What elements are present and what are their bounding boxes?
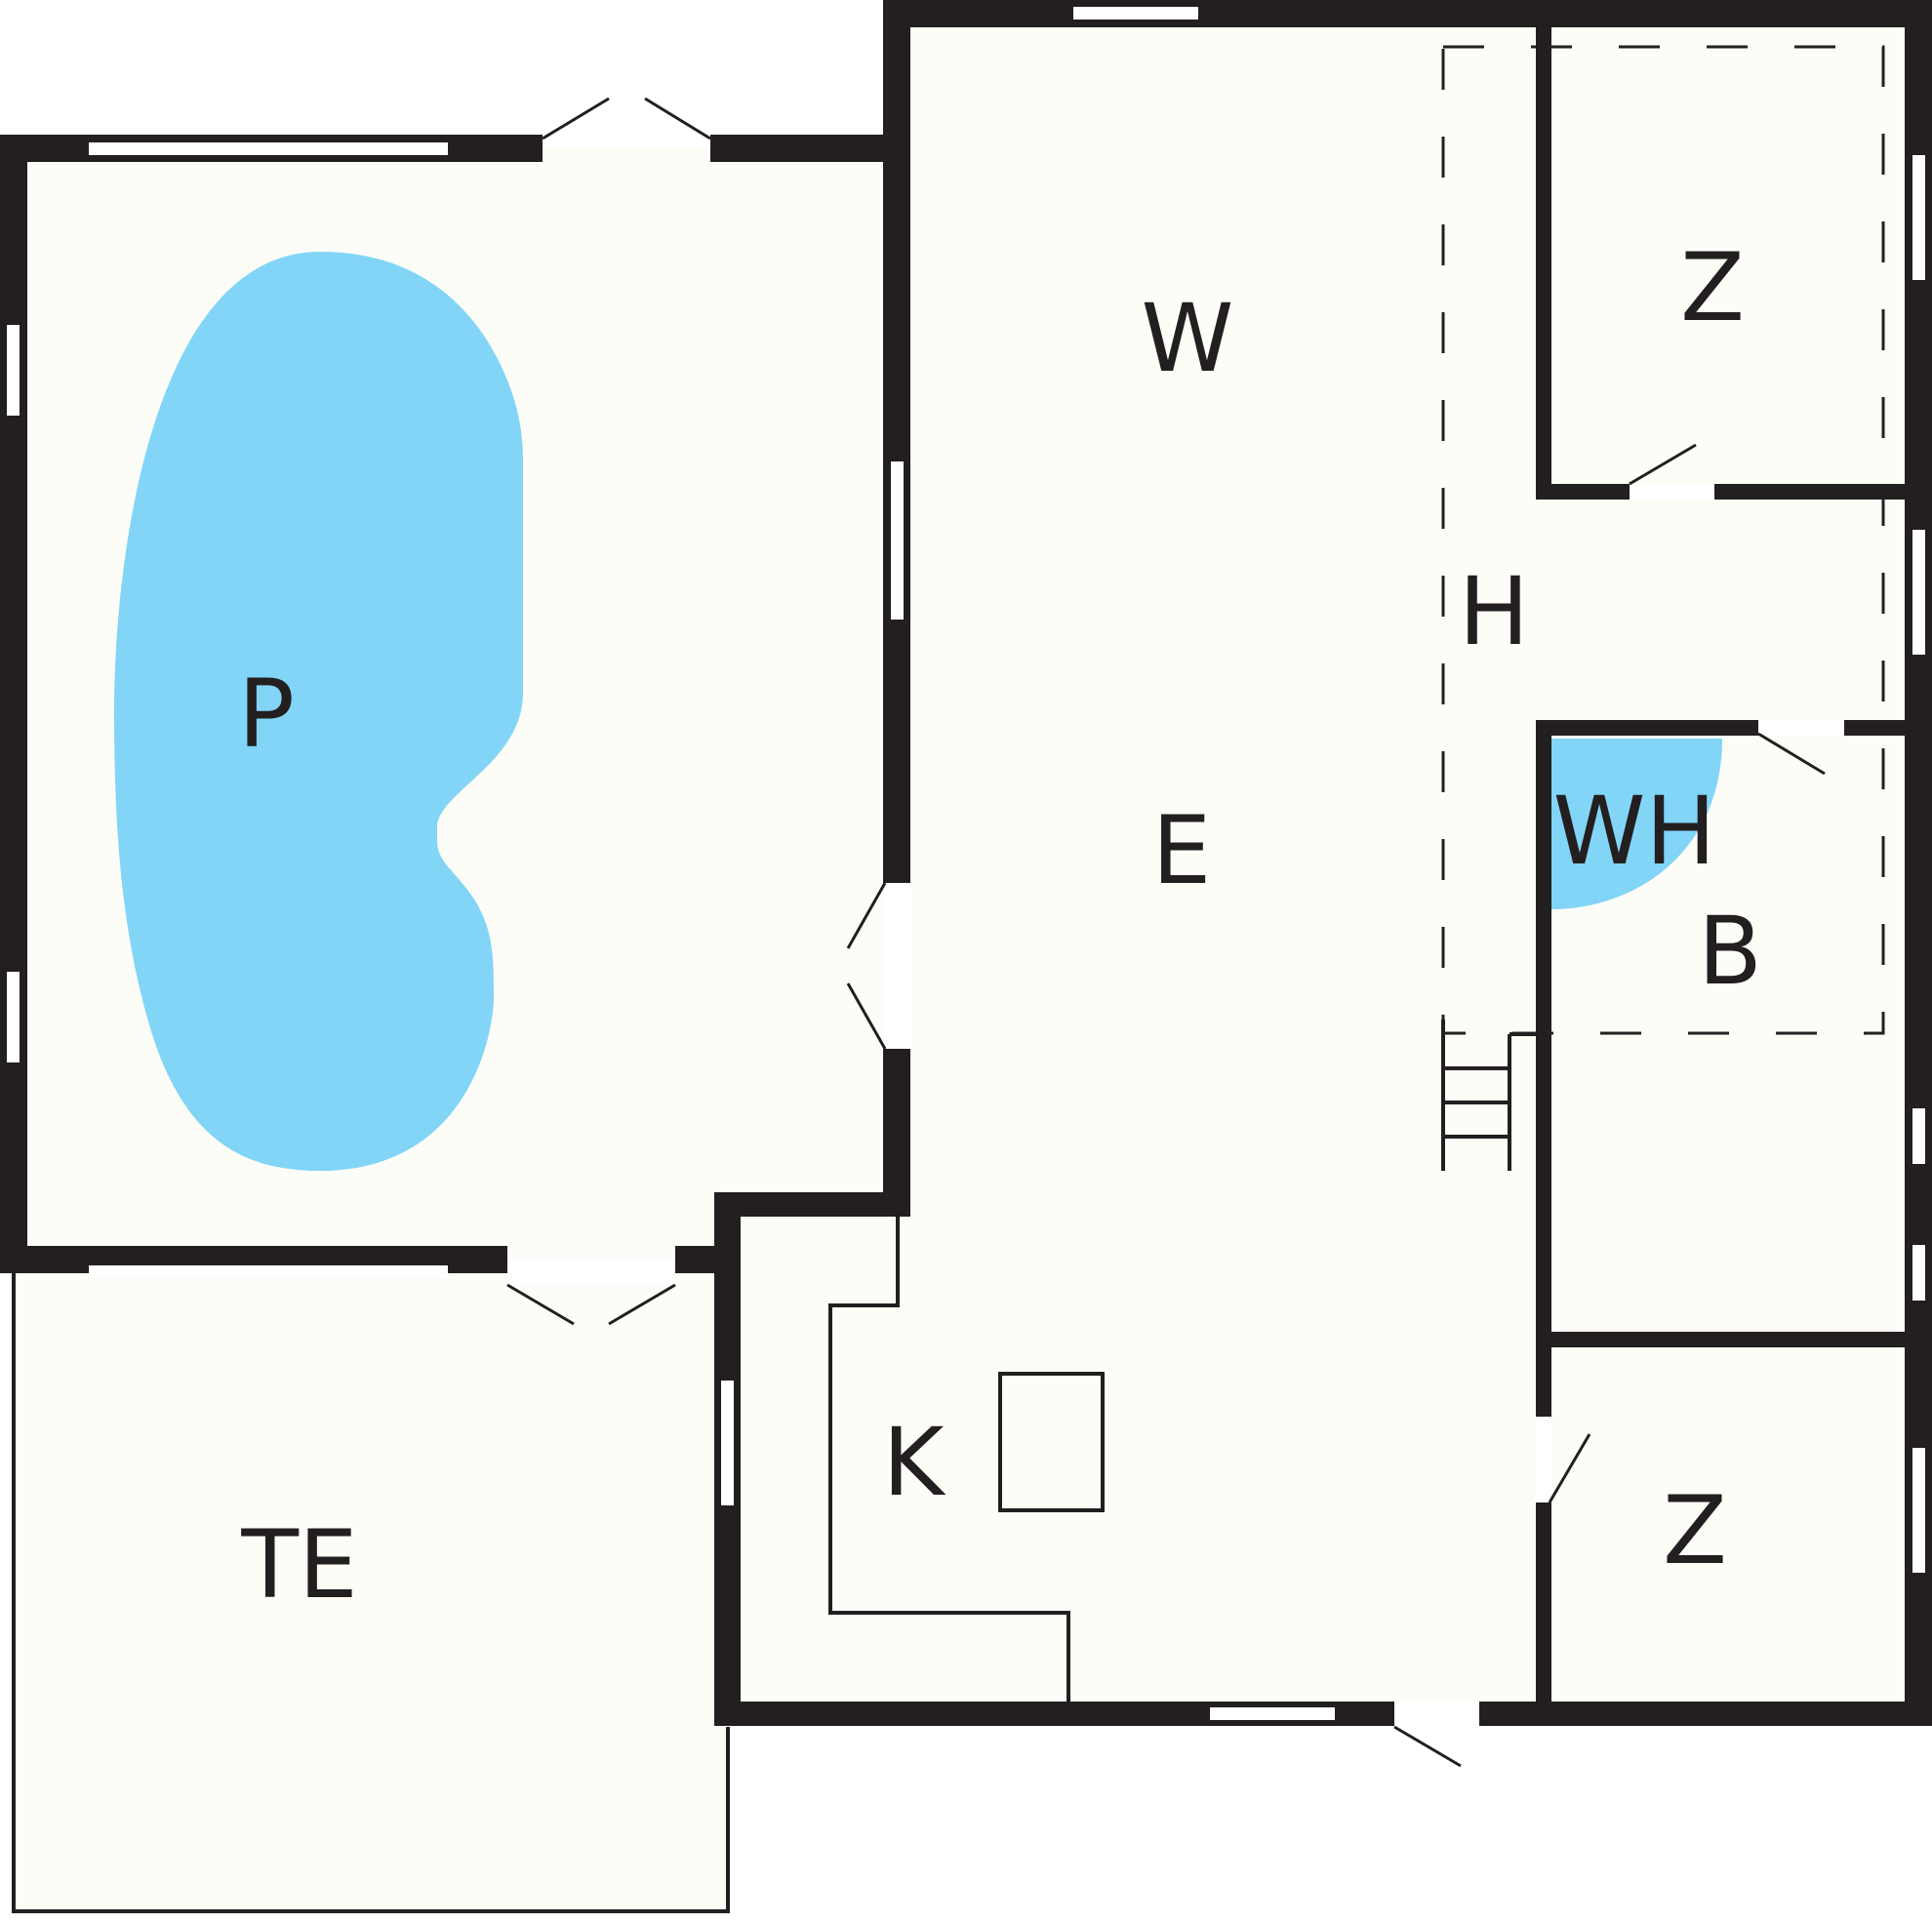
wall-pool-left	[0, 135, 27, 1273]
door-pool-top-right-leaf	[644, 97, 711, 140]
wall-bath-top-left	[1536, 720, 1758, 736]
door-pool-hall-upper-leaf	[846, 882, 887, 949]
label-room-z-top: Z	[1680, 233, 1745, 342]
opening-z-lower	[1536, 1417, 1551, 1502]
opening-bath	[1758, 720, 1844, 736]
wall-z-top-bottom-left	[1536, 484, 1630, 500]
room-labels: P W E H Z WH B K TE Z	[238, 233, 1762, 1620]
window-pool-left-1	[7, 325, 20, 416]
wall-main-right	[1905, 0, 1932, 1726]
window-main-bottom	[1210, 1707, 1335, 1720]
wall-pool-top-right	[710, 135, 897, 162]
door-bath-leaf	[1757, 732, 1826, 776]
label-living-e: E	[1152, 796, 1212, 905]
opening-pool-hall	[883, 883, 910, 1049]
door-main-leaf	[1393, 1725, 1462, 1768]
label-living-w: W	[1142, 284, 1234, 393]
label-room-z-bottom: Z	[1663, 1476, 1727, 1585]
staircase	[1441, 1020, 1538, 1171]
wall-bath-left	[1536, 720, 1551, 1417]
door-pool-hall-lower-leaf	[846, 982, 887, 1050]
wall-bath-top-right	[1844, 720, 1918, 736]
wall-bath-bottom	[1536, 1332, 1918, 1347]
wall-z-lower-left	[1536, 1502, 1551, 1726]
pool-shape	[114, 252, 523, 1171]
windows	[7, 7, 1925, 1720]
label-kitchen: K	[883, 1408, 946, 1517]
label-pool: P	[238, 660, 295, 769]
window-pool-bottom	[89, 1265, 448, 1278]
kitchen-floor	[727, 1192, 1932, 1726]
door-swings	[506, 97, 1826, 1768]
window-main-top	[1073, 7, 1198, 20]
label-bath: B	[1698, 897, 1762, 1006]
kitchen-counter	[828, 1217, 1070, 1707]
walls	[0, 0, 1932, 1726]
terrace-floor	[14, 1259, 730, 1913]
window-pool-top	[89, 142, 448, 155]
window-right-2	[1912, 530, 1925, 655]
wall-main-top	[883, 0, 1932, 27]
window-right-1	[1912, 155, 1925, 280]
door-pool-top-left-leaf	[542, 97, 610, 140]
door-pool-terrace-left-leaf	[506, 1283, 575, 1326]
label-whirlpool: WH	[1552, 777, 1715, 886]
terrace-outline	[12, 1259, 730, 1913]
opening-pool-terrace	[507, 1259, 675, 1286]
thin-outlines	[12, 1020, 1538, 1913]
window-kitchen-left	[721, 1381, 734, 1505]
wall-kitchen-top	[714, 1192, 910, 1217]
opening-z-top	[1630, 484, 1714, 500]
window-right-5	[1912, 1448, 1925, 1573]
dashed-gallery-outline	[1441, 45, 1885, 1035]
opening-main-door	[1394, 1702, 1479, 1729]
label-hall: H	[1459, 557, 1529, 666]
wall-z-top-left	[1536, 14, 1551, 500]
wall-main-bottom-right	[1479, 1702, 1932, 1726]
wall-z-top-bottom-right	[1714, 484, 1918, 500]
window-right-4	[1912, 1245, 1925, 1301]
window-pool-right	[891, 461, 904, 620]
door-pool-terrace-right-leaf	[608, 1283, 676, 1326]
wall-main-left-lower	[883, 1049, 910, 1217]
door-openings	[507, 484, 1844, 1729]
window-pool-left-2	[7, 972, 20, 1062]
door-z-top-leaf	[1629, 443, 1697, 486]
door-z-lower-leaf	[1548, 1433, 1591, 1503]
label-terrace: TE	[240, 1510, 357, 1620]
wall-main-left-upper	[883, 0, 910, 883]
window-right-3	[1912, 1108, 1925, 1164]
whirlpool-shape	[1550, 739, 1722, 909]
stove-icon	[998, 1372, 1105, 1512]
